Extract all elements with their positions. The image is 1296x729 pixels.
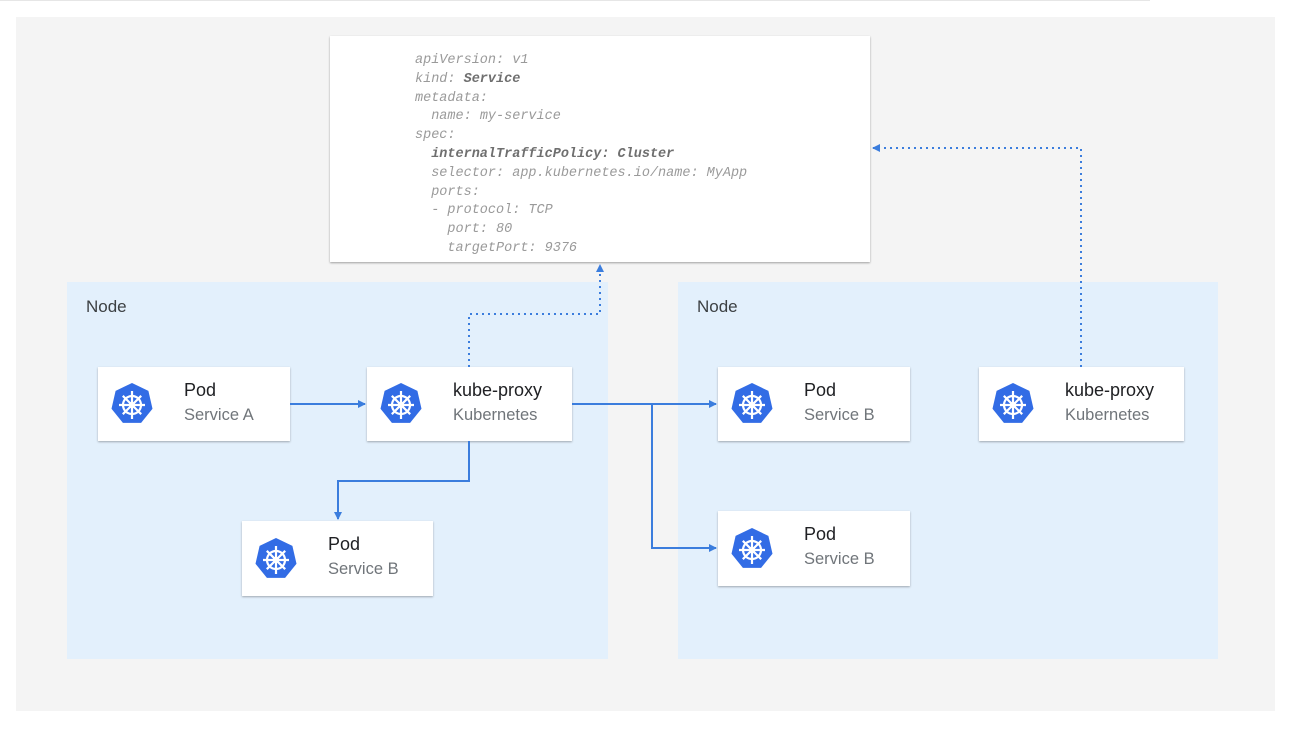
- node-label: Node: [697, 297, 738, 316]
- manifest-value: v1: [512, 53, 529, 68]
- kubernetes-icon: [110, 382, 154, 426]
- manifest-key: targetPort:: [415, 240, 545, 256]
- kubernetes-icon: [991, 382, 1035, 426]
- manifest-key: - protocol:: [415, 203, 529, 219]
- pod-service-b-right-bottom-card: Pod Service B: [718, 511, 910, 586]
- top-divider: [0, 0, 1150, 1]
- arrow-kube-proxy-to-pod-b-left: [334, 441, 470, 520]
- manifest-line: port: 80: [415, 221, 747, 240]
- kubernetes-icon: [730, 382, 774, 426]
- manifest-key: name:: [415, 109, 480, 125]
- manifest-value: Service: [463, 71, 521, 87]
- manifest-line: metadata:: [415, 90, 747, 109]
- card-title: Pod: [804, 380, 837, 400]
- manifest-key: metadata:: [415, 90, 488, 106]
- manifest-line: kind: Service: [415, 71, 747, 90]
- manifest-key: selector:: [415, 165, 513, 181]
- manifest-value: 9376: [544, 240, 578, 256]
- node-left: Node: [67, 282, 608, 659]
- manifest-value: Cluster: [617, 146, 675, 162]
- card-title: kube-proxy: [1065, 380, 1155, 400]
- kube-proxy-right-card: kube-proxy Kubernetes: [979, 367, 1184, 441]
- manifest-line: spec:: [415, 127, 747, 146]
- manifest-line: apiVersion: v1: [415, 52, 747, 71]
- dotted-left-proxy-to-manifest: [468, 264, 604, 367]
- dotted-right-proxy-to-manifest: [872, 144, 1082, 367]
- card-subtitle: Kubernetes: [453, 406, 538, 424]
- card-title: Pod: [328, 534, 361, 554]
- kubernetes-icon: [254, 537, 298, 581]
- arrow-kube-proxy-to-pod-b-right-bottom: [651, 404, 717, 552]
- manifest-key: port:: [415, 222, 497, 238]
- manifest-line: name: my-service: [415, 108, 747, 127]
- pod-service-a-card: Pod Service A: [98, 367, 290, 441]
- manifest-value: TCP: [528, 203, 553, 219]
- pod-service-b-right-top-card: Pod Service B: [718, 367, 910, 441]
- manifest-line: ports:: [415, 184, 747, 203]
- manifest-line: targetPort: 9376: [415, 240, 747, 259]
- kube-proxy-left-card: kube-proxy Kubernetes: [367, 367, 572, 441]
- node-label: Node: [86, 297, 127, 316]
- card-title: kube-proxy: [453, 380, 543, 400]
- kubernetes-icon: [379, 382, 423, 426]
- manifest-value: my-service: [479, 109, 561, 125]
- manifest-line: selector: app.kubernetes.io/name: MyApp: [415, 165, 747, 184]
- card-subtitle: Service B: [328, 560, 399, 578]
- node-right: Node: [678, 282, 1218, 659]
- manifest-key: spec:: [415, 128, 456, 144]
- manifest-key: kind:: [415, 71, 464, 87]
- card-title: Pod: [184, 380, 217, 400]
- pod-service-b-left-card: Pod Service B: [242, 521, 433, 596]
- manifest-key: apiVersion:: [415, 53, 513, 68]
- card-subtitle: Service B: [804, 406, 875, 424]
- manifest-value: app.kubernetes.io/name: MyApp: [512, 165, 748, 181]
- card-subtitle: Kubernetes: [1065, 406, 1150, 424]
- card-subtitle: Service B: [804, 550, 875, 568]
- card-title: Pod: [804, 524, 837, 544]
- manifest-line: - protocol: TCP: [415, 202, 747, 221]
- manifest-value: 80: [496, 222, 513, 238]
- manifest-key: ports:: [415, 184, 480, 200]
- manifest-key: internalTrafficPolicy:: [415, 146, 618, 162]
- manifest-line: internalTrafficPolicy: Cluster: [415, 146, 747, 165]
- card-subtitle: Service A: [184, 406, 254, 424]
- kubernetes-icon: [730, 527, 774, 571]
